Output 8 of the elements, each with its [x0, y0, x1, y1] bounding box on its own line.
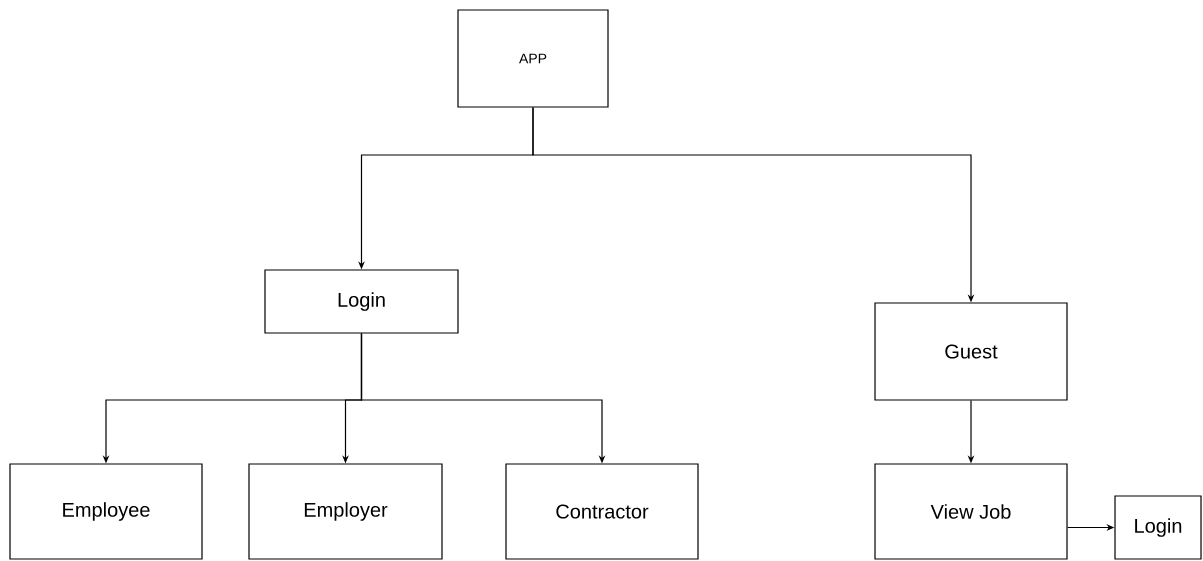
box: Login [264, 269, 459, 334]
box: APP [457, 9, 609, 108]
box: Employee [9, 463, 203, 560]
box: View Job [874, 463, 1068, 560]
box: Login [1114, 495, 1202, 560]
box: Employer [248, 463, 443, 560]
box: Contractor [505, 463, 699, 560]
box: Guest [874, 302, 1068, 401]
